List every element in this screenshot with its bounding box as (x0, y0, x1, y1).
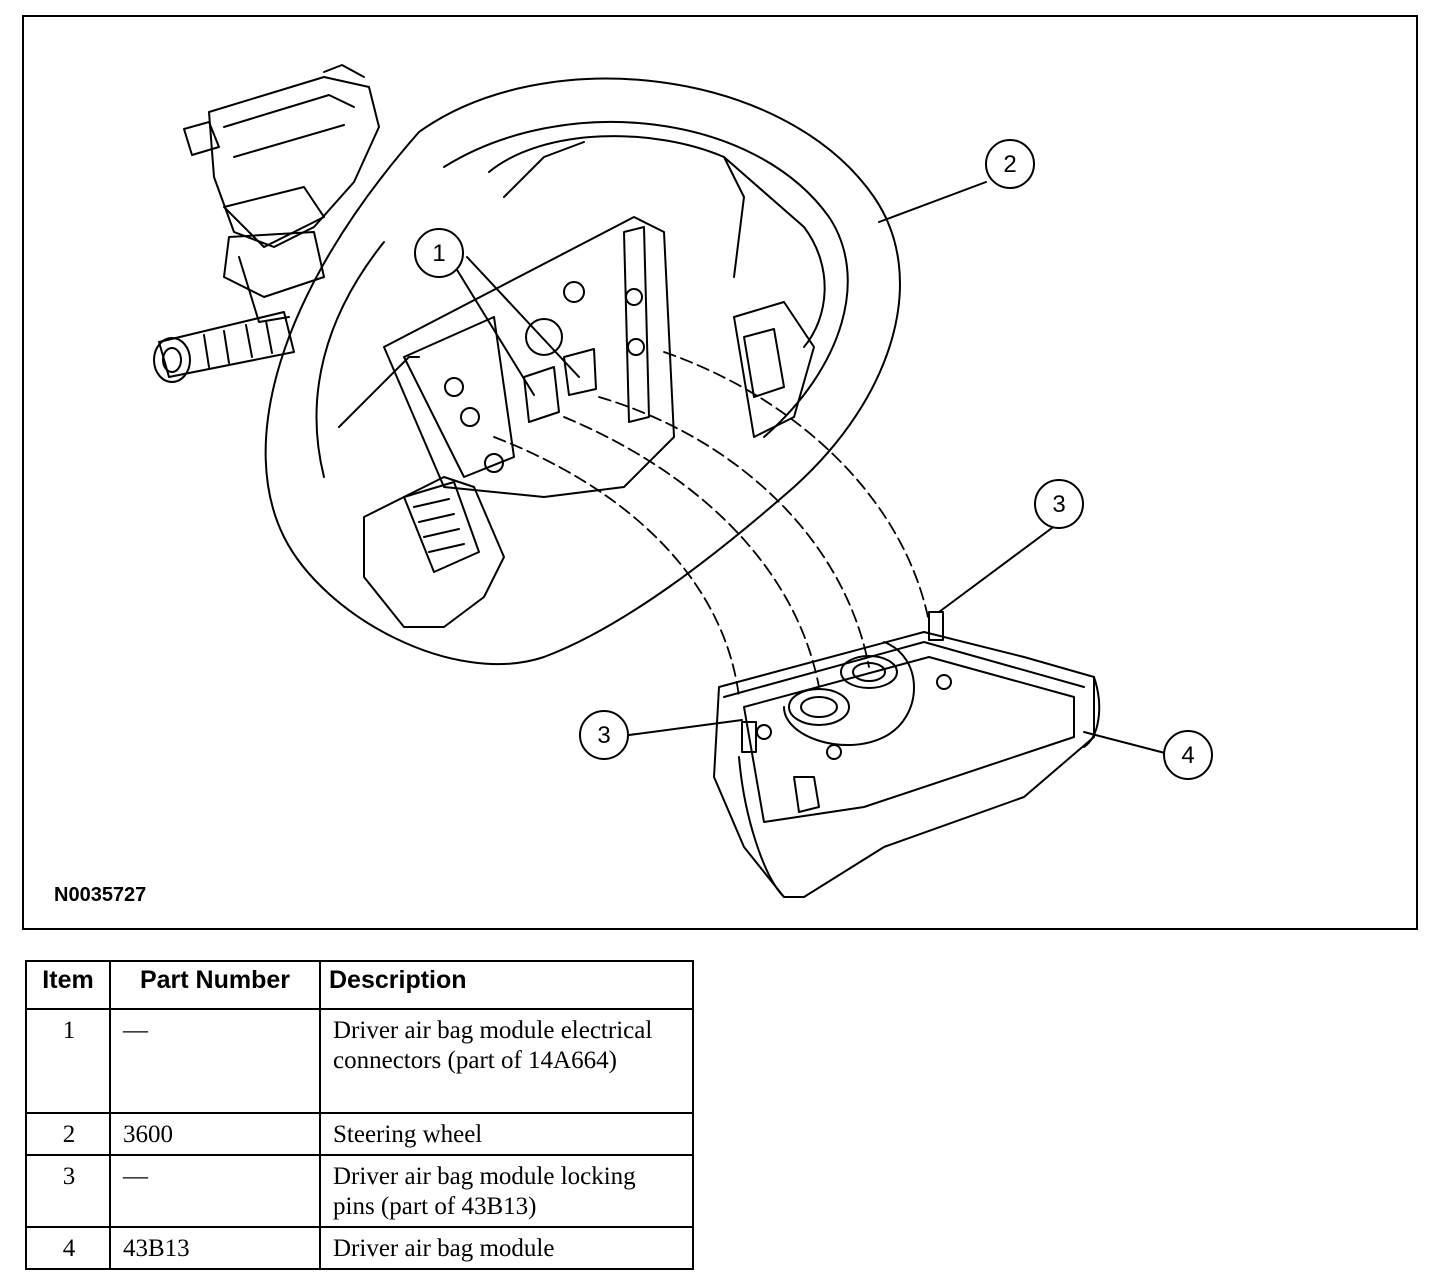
cell-description: Steering wheel (319, 1112, 694, 1156)
header-part-number: Part Number (109, 960, 321, 1010)
cell-description: Driver air bag module electrical connect… (319, 1008, 694, 1114)
callout-2: 2 (985, 139, 1035, 189)
cell-part-number: — (109, 1154, 321, 1228)
callout-1-leader-a (453, 264, 535, 396)
figure-id: N0035727 (54, 884, 146, 906)
cell-part-number: 3600 (109, 1112, 321, 1156)
callout-3-right: 3 (1034, 479, 1084, 529)
callout-3-left-label: 3 (597, 722, 610, 749)
exploded-view-figure: 1 2 3 3 4 N0035727 (22, 15, 1418, 930)
callout-2-leader (878, 181, 987, 223)
header-description: Description (319, 960, 694, 1010)
steering-wheel-drawing (264, 77, 901, 666)
cell-item: 4 (25, 1226, 111, 1270)
callout-1-leader-b (466, 256, 580, 378)
callout-1: 1 (414, 228, 464, 278)
callout-2-label: 2 (1003, 151, 1016, 178)
table-row: 3 — Driver air bag module locking pins (… (25, 1154, 694, 1228)
callout-3-left: 3 (579, 710, 629, 760)
table-header-row: Item Part Number Description (25, 960, 694, 1010)
cell-description: Driver air bag module locking pins (part… (319, 1154, 694, 1228)
cell-item: 2 (25, 1112, 111, 1156)
steering-wheel-airbag-illustration: 1 2 3 3 4 N0035727 (54, 64, 1213, 906)
callout-3-right-leader (938, 521, 1061, 613)
callout-3-left-leader (628, 719, 743, 736)
cell-item: 1 (25, 1008, 111, 1114)
alignment-dashed-lines (493, 351, 930, 698)
cell-part-number: 43B13 (109, 1226, 321, 1270)
cell-description: Driver air bag module (319, 1226, 694, 1270)
callout-4-leader (1083, 731, 1166, 754)
callout-1-label: 1 (432, 240, 445, 267)
table-row: 1 — Driver air bag module electrical con… (25, 1008, 694, 1114)
table-row: 4 43B13 Driver air bag module (25, 1226, 694, 1270)
callout-4-label: 4 (1181, 742, 1194, 769)
header-item: Item (25, 960, 111, 1010)
table-row: 2 3600 Steering wheel (25, 1112, 694, 1156)
callout-3-right-label: 3 (1052, 491, 1065, 518)
steering-column-drawing (153, 64, 380, 383)
parts-table: Item Part Number Description 1 — Driver … (25, 960, 694, 1270)
callout-4: 4 (1163, 730, 1213, 780)
cell-part-number: — (109, 1008, 321, 1114)
air-bag-module-drawing (713, 611, 1101, 898)
cell-item: 3 (25, 1154, 111, 1228)
